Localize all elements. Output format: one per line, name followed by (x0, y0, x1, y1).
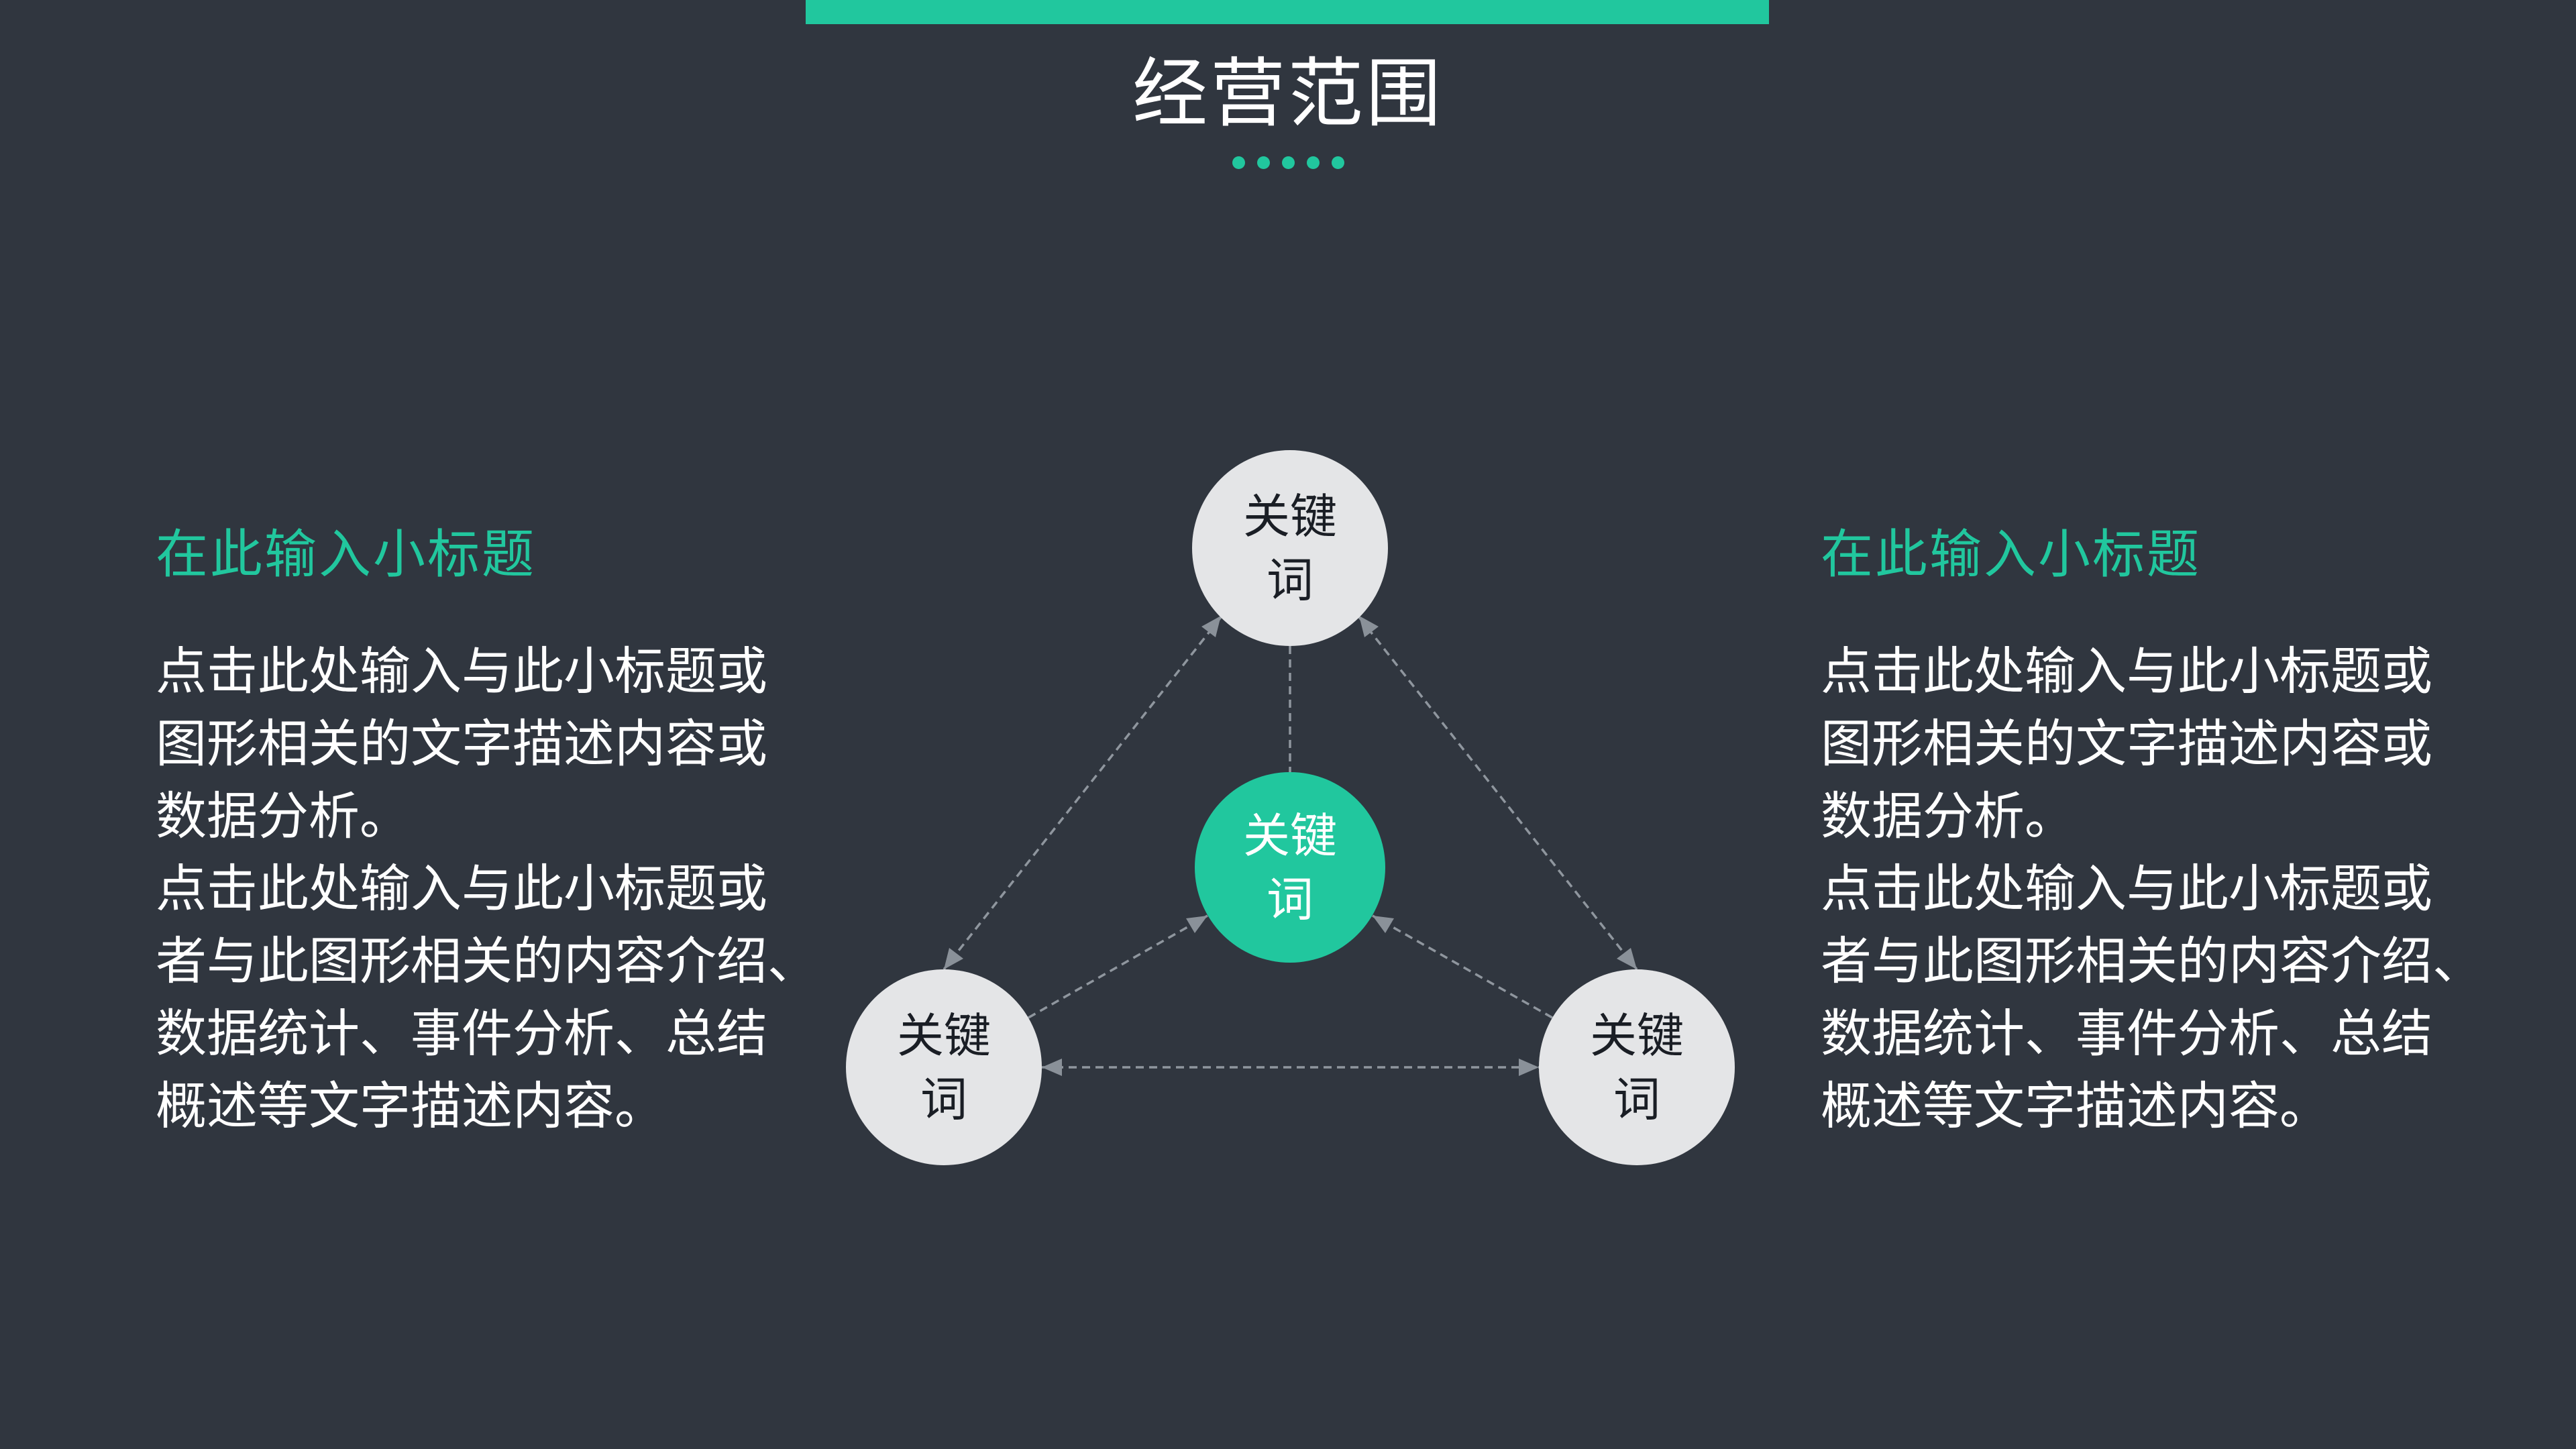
body-text-line: 数据统计、事件分析、总结 (1821, 1006, 2432, 1063)
connector-bottomleft-to-center (1028, 914, 1208, 1019)
bottom-right-keyword-circle (1539, 969, 1735, 1165)
body-text-line: 数据分析。 (156, 788, 411, 845)
accent-bar (806, 0, 1769, 24)
arrowhead-into-bottomright-side (1519, 1059, 1539, 1076)
top-node-label-line2: 词 (1267, 554, 1313, 606)
arrowhead-into-center-left (1186, 916, 1208, 933)
top-keyword-circle (1192, 450, 1388, 646)
arrowhead-into-top-left (1201, 616, 1221, 637)
body-text-line: 点击此处输入与此小标题或 (156, 643, 767, 700)
bottom-right-node-label-line1: 关键 (1590, 1010, 1684, 1062)
arrowhead-into-bottomright-top (1617, 948, 1637, 969)
arrowhead-into-center-right (1373, 916, 1394, 933)
body-text-line: 概述等文字描述内容。 (156, 1078, 665, 1135)
body-text-line: 数据分析。 (1821, 788, 2076, 845)
body-text-line: 图形相关的文字描述内容或 (156, 716, 767, 773)
left-panel-subtitle: 在此输入小标题 (156, 525, 537, 584)
decor-dot (1256, 156, 1270, 169)
center-node-label-line2: 词 (1267, 873, 1313, 926)
body-text-line: 者与此图形相关的内容介绍、 (1821, 933, 2483, 990)
left-text-panel: 在此输入小标题 点击此处输入与此小标题或 图形相关的文字描述内容或 数据分析。 … (156, 525, 818, 1143)
bottom-left-node-label-line1: 关键 (897, 1010, 991, 1062)
page-title: 经营范围 (1132, 52, 1444, 136)
connector-top-to-bottomright (1358, 616, 1638, 971)
arrowhead-into-top-right (1359, 616, 1379, 637)
connector-top-to-bottomleft (943, 616, 1222, 971)
bottom-left-keyword-circle (846, 969, 1042, 1165)
decor-dot (1331, 156, 1344, 169)
decor-dot (1281, 156, 1295, 169)
body-text-line: 概述等文字描述内容。 (1821, 1078, 2330, 1135)
center-node-label-line1: 关键 (1243, 810, 1337, 862)
body-text-line: 点击此处输入与此小标题或 (1821, 643, 2432, 700)
right-panel-subtitle: 在此输入小标题 (1821, 525, 2202, 584)
arrowhead-into-bottomleft-side (1042, 1059, 1062, 1076)
bottom-right-node-label-line2: 词 (1613, 1073, 1660, 1126)
arrowhead-into-bottomleft-top (944, 948, 963, 969)
decor-dot (1306, 156, 1320, 169)
decor-dot (1232, 156, 1245, 169)
body-text-line: 点击此处输入与此小标题或 (1821, 861, 2432, 918)
title-underline-dots (0, 156, 2576, 169)
right-text-panel: 在此输入小标题 点击此处输入与此小标题或 图形相关的文字描述内容或 数据分析。 … (1821, 525, 2483, 1143)
body-text-line: 者与此图形相关的内容介绍、 (156, 933, 818, 990)
body-text-line: 图形相关的文字描述内容或 (1821, 716, 2432, 773)
right-panel-body: 点击此处输入与此小标题或 图形相关的文字描述内容或 数据分析。 点击此处输入与此… (1821, 636, 2483, 1143)
bottom-left-node-label-line2: 词 (920, 1073, 967, 1126)
top-node-label-line1: 关键 (1243, 490, 1337, 543)
body-text-line: 数据统计、事件分析、总结 (156, 1006, 767, 1063)
connector-bottomright-to-center (1372, 914, 1553, 1019)
center-keyword-circle (1195, 772, 1385, 963)
left-panel-body: 点击此处输入与此小标题或 图形相关的文字描述内容或 数据分析。 点击此处输入与此… (156, 636, 818, 1143)
body-text-line: 点击此处输入与此小标题或 (156, 861, 767, 918)
